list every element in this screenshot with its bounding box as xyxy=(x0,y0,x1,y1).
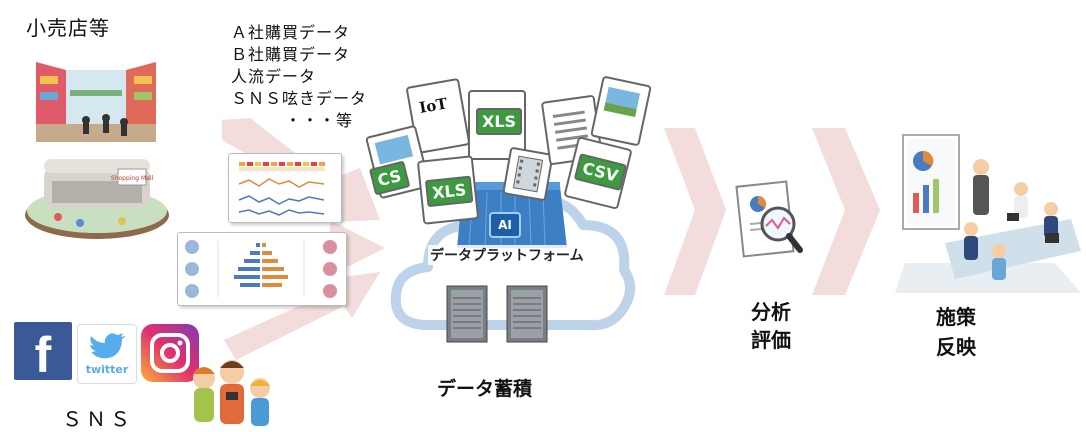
data-source-item: Ａ社購買データ xyxy=(231,23,351,42)
data-source-item: 人流データ xyxy=(231,67,317,86)
analysis-label-line2: 評価 xyxy=(751,328,791,352)
shopping-street-illustration xyxy=(36,62,156,142)
data-source-list: Ａ社購買データ Ｂ社購買データ 人流データ ＳＮＳ呟きデータ ・・・等 xyxy=(231,22,367,132)
storage-label: データ蓄積 xyxy=(437,378,533,400)
arrow-to-analysis xyxy=(664,128,726,295)
shopping-mall-illustration: Shopping Mall xyxy=(25,159,169,239)
arrow-to-action xyxy=(812,128,880,295)
twitter-icon: twitter xyxy=(77,324,137,384)
platform-label: データプラットフォーム xyxy=(428,245,586,265)
xls-file-icon: XLS xyxy=(468,90,526,160)
office-meeting-illustration xyxy=(895,133,1081,293)
csv-file-label: CSV xyxy=(573,153,627,191)
facebook-icon: f xyxy=(14,322,72,383)
film-strip-icon xyxy=(512,155,544,193)
xls-file-icon-2: XLS xyxy=(416,155,480,225)
ai-badge: AI xyxy=(489,212,521,238)
purchase-data-thumbnail xyxy=(228,153,342,223)
instagram-camera-glyph xyxy=(150,333,190,373)
server-icons xyxy=(446,285,548,343)
population-pyramid-thumbnail xyxy=(177,232,347,306)
data-source-item: ＳＮＳ呟きデータ xyxy=(231,89,368,108)
video-file-icon xyxy=(502,146,554,202)
analysis-label-line1: 分析 xyxy=(751,300,791,324)
mall-sign: Shopping Mall xyxy=(111,175,154,182)
iot-file-label: IoT xyxy=(417,94,449,117)
family-illustration xyxy=(193,360,270,426)
instagram-icon xyxy=(141,324,199,382)
retail-title: 小売店等 xyxy=(26,16,110,40)
twitter-wordmark: twitter xyxy=(85,362,129,376)
analysis-report-icon xyxy=(735,180,803,258)
analysis-label: 分析 評価 xyxy=(751,298,791,354)
data-source-item: Ｂ社購買データ xyxy=(231,45,351,64)
population-pyramid-graphic xyxy=(185,240,337,298)
sns-label: ＳＮＳ xyxy=(62,407,134,431)
cs-file-label: CS xyxy=(368,160,410,196)
action-label: 施策 反映 xyxy=(936,302,976,362)
facebook-letter: f xyxy=(34,327,52,383)
data-source-item: ・・・等 xyxy=(285,111,354,130)
xls-file-label-2: XLS xyxy=(424,175,474,208)
xls-file-label: XLS xyxy=(476,108,523,135)
action-label-line2: 反映 xyxy=(936,335,976,359)
action-label-line1: 施策 xyxy=(936,305,976,329)
twitter-bird-icon xyxy=(90,332,126,358)
purchase-data-graphic xyxy=(238,162,325,216)
